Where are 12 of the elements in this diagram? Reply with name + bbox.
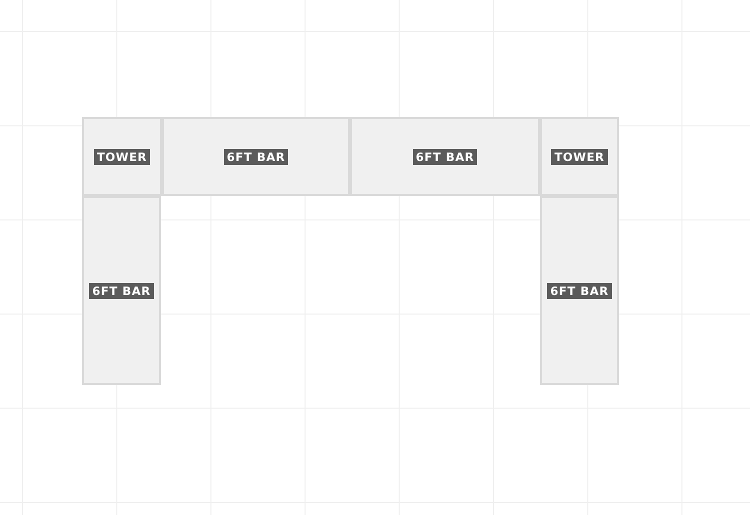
unit-label: 6FT BAR	[224, 148, 288, 164]
tower-block	[82, 117, 162, 196]
unit-label: TOWER	[94, 148, 150, 164]
unit-label: 6FT BAR	[89, 282, 154, 298]
unit-label: 6FT BAR	[547, 282, 612, 298]
unit-label: TOWER	[551, 148, 608, 164]
bar-counter	[350, 117, 540, 196]
bar-counter	[162, 117, 350, 196]
unit-label: 6FT BAR	[412, 148, 478, 164]
tower-block	[540, 117, 619, 196]
bar-counter	[540, 196, 619, 385]
bar-counter	[82, 196, 161, 385]
